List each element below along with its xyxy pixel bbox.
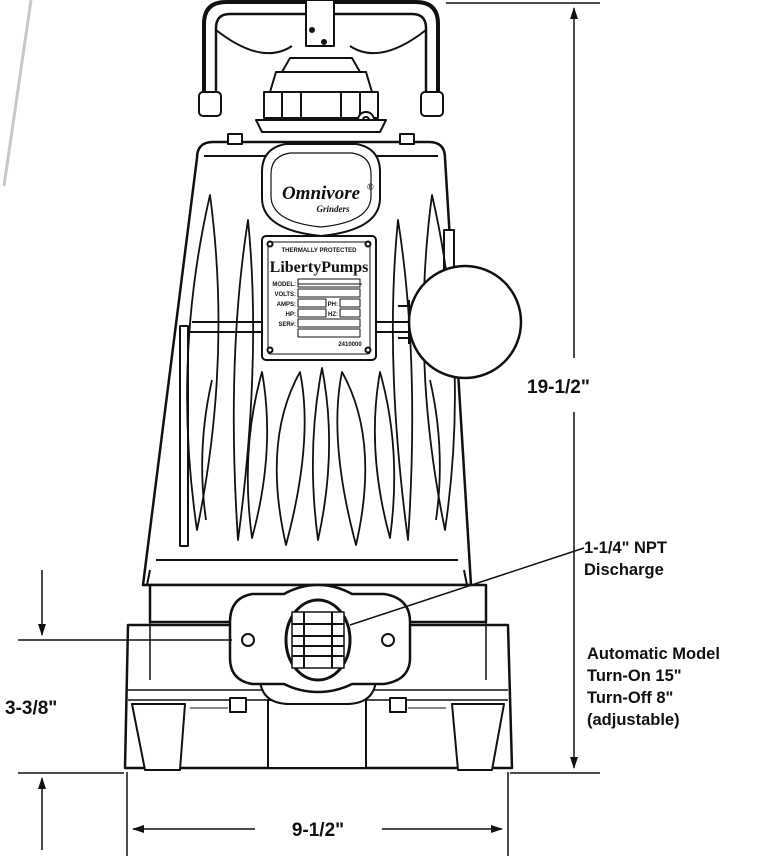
float-ball — [398, 264, 523, 380]
discharge-label-line2: Discharge — [584, 561, 664, 579]
width-dimension-label: 9-1/2" — [292, 820, 344, 841]
nameplate-field-ser: SER#: — [278, 322, 296, 328]
auto-model-line1: Automatic Model — [587, 645, 720, 663]
logo-registered-mark: ® — [367, 182, 374, 192]
nameplate-brand: LibertyPumps — [270, 259, 369, 276]
nameplate-field-ph: PH: — [328, 302, 338, 308]
height-dimension-label: 19-1/2" — [527, 377, 590, 398]
dimension-lines — [18, 2, 600, 856]
nameplate-outline — [261, 235, 377, 361]
auto-model-line3: Turn-Off 8" — [587, 689, 673, 707]
inlet-height-label: 3-3/8" — [5, 698, 57, 719]
logo-sub-text: Grinders — [316, 204, 350, 214]
nameplate-field-hz: HZ: — [328, 312, 338, 318]
nameplate-part-number: 2410000 — [338, 342, 362, 348]
nameplate-field-model: MODEL: — [272, 282, 296, 288]
discharge-leader-line — [349, 547, 585, 626]
discharge-label-line1: 1-1/4" NPT — [584, 539, 667, 557]
cord-gland — [255, 0, 387, 133]
logo-brand-text: Omnivore — [282, 183, 361, 204]
discharge-flange — [228, 583, 412, 694]
auto-model-line2: Turn-On 15" — [587, 667, 682, 685]
nameplate-field-volts: VOLTS: — [274, 292, 296, 298]
nameplate-field-amps: AMPS: — [277, 302, 296, 308]
nameplate-field-hp: HP: — [286, 312, 296, 318]
nameplate-header: THERMALLY PROTECTED — [281, 248, 357, 254]
auto-model-line4: (adjustable) — [587, 711, 680, 729]
decorative-slash — [2, 0, 33, 187]
logo-shield — [261, 143, 381, 237]
pump-body — [123, 0, 523, 771]
